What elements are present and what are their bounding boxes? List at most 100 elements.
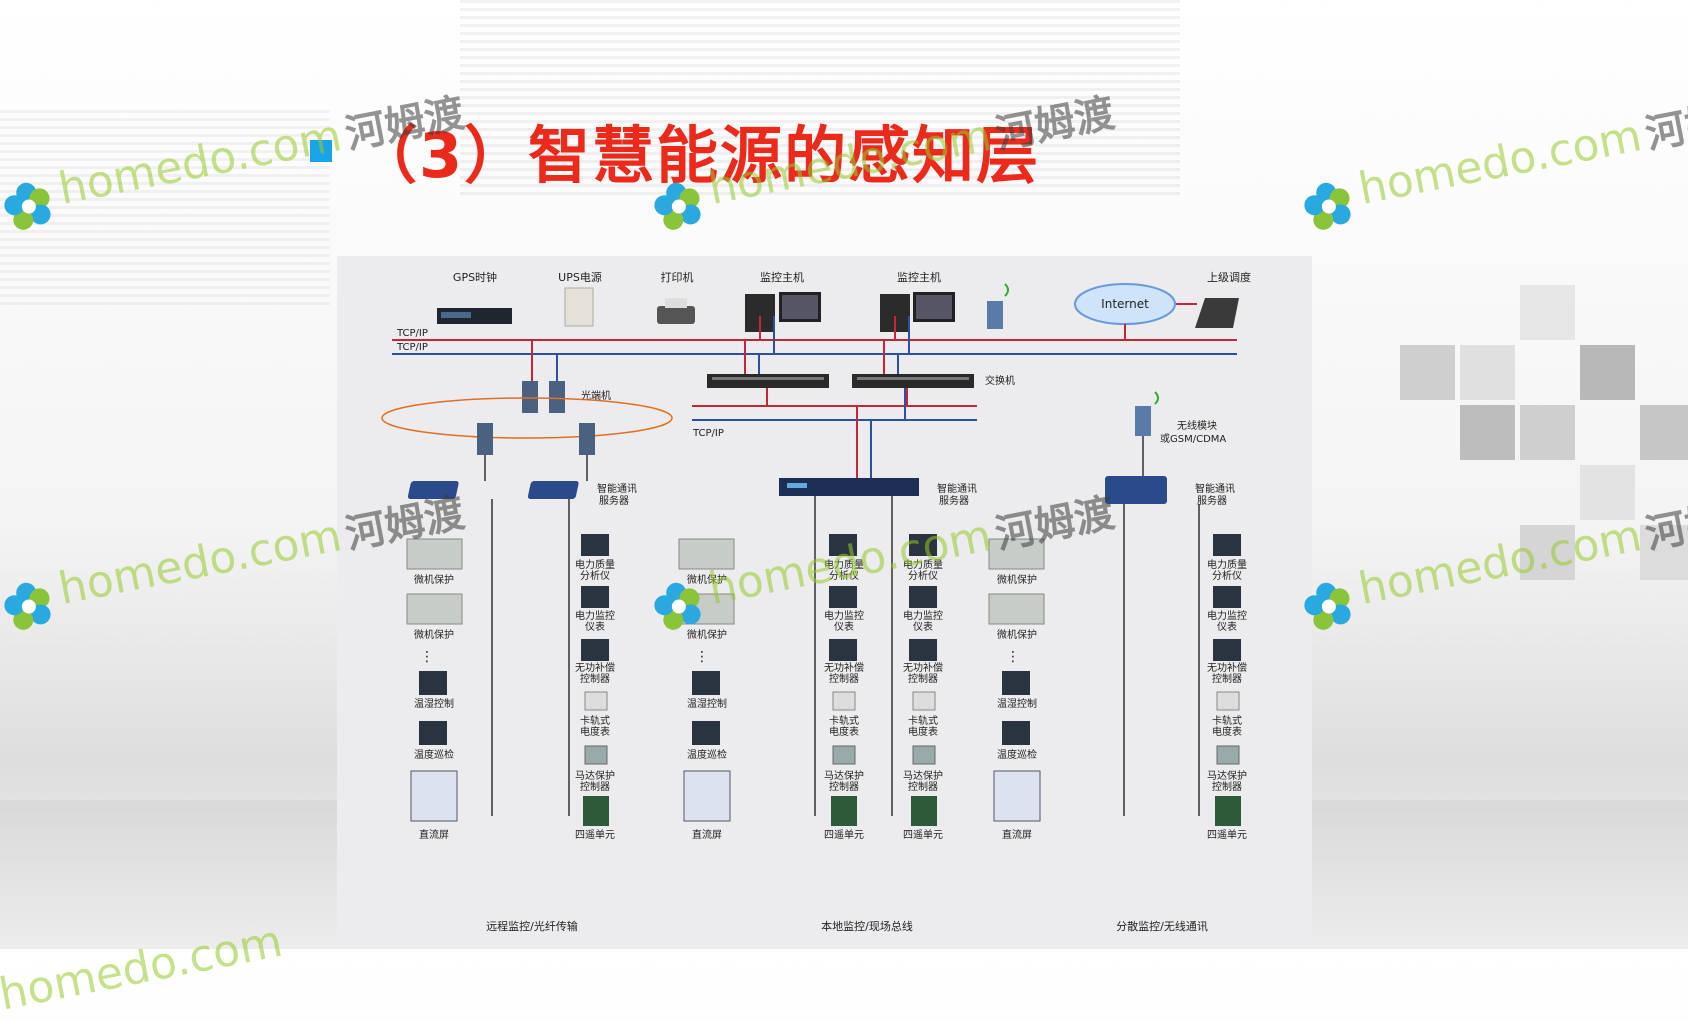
left-item: 微机保护 <box>687 573 727 586</box>
right-item: 控制器 <box>580 672 610 685</box>
tcpip-label-1: TCP/IP <box>396 328 428 339</box>
watermark-site: homedo.com <box>1354 510 1646 615</box>
watermark: homedo.com 河姆渡 <box>1293 80 1688 238</box>
deco-square <box>1400 345 1455 400</box>
deco-square <box>1640 525 1688 580</box>
deco-square <box>1580 465 1635 520</box>
flower-logo-icon <box>1304 582 1351 630</box>
temperature-monitor-icon <box>419 721 447 745</box>
right-item: 卡轨式 <box>580 714 610 727</box>
dc-panel-icon <box>993 770 1041 822</box>
right-item: 控制器 <box>908 780 938 793</box>
server-label-3a: 智能通讯 <box>1195 482 1235 495</box>
flower-logo-icon <box>4 582 51 630</box>
server-label-1a: 智能通讯 <box>597 482 637 495</box>
deco-square <box>1520 405 1575 460</box>
server-label-2a: 智能通讯 <box>937 482 977 495</box>
right-item: 马达保护 <box>824 769 864 782</box>
switch-icon-2 <box>852 374 974 388</box>
title-bullet <box>310 140 332 162</box>
comm-server-icon-1 <box>407 481 459 499</box>
rail-meter-icon <box>832 691 856 711</box>
page-title: （3）智慧能源的感知层 <box>355 119 1041 192</box>
deco-square <box>1520 525 1575 580</box>
printer-icon <box>657 306 695 324</box>
telecontrol-unit-icon <box>583 796 609 826</box>
right-item: 卡轨式 <box>1212 714 1242 727</box>
bus-lines <box>491 496 1200 816</box>
left-item: 微机保护 <box>997 573 1037 586</box>
humidity-controller-icon <box>419 671 447 695</box>
power-quality-analyzer-icon <box>1213 534 1241 556</box>
left-item: 微机保护 <box>997 628 1037 641</box>
background-stripes-left <box>0 110 330 310</box>
left-item: 温度巡检 <box>414 748 454 761</box>
motor-protector-icon <box>584 745 608 765</box>
deco-square <box>1460 345 1515 400</box>
right-item: 电力质量 <box>824 558 864 571</box>
switch-label: 交换机 <box>985 374 1015 387</box>
watermark-site: homedo.com <box>54 510 346 615</box>
left-item: 微机保护 <box>414 573 454 586</box>
watermark: homedo.com 河姆渡 <box>643 80 1121 238</box>
server-label-1b: 服务器 <box>599 494 629 507</box>
wireless-module: 无线模块 或GSM/CDMA <box>1135 391 1226 478</box>
watermark-cn: 河姆渡 <box>991 490 1119 559</box>
right-item: 控制器 <box>829 780 859 793</box>
watermark: homedo.com 河姆渡 <box>0 480 471 638</box>
laptop-icon <box>1195 298 1239 328</box>
watermark: homedo.com 河姆渡 <box>0 80 471 238</box>
right-item: 马达保护 <box>1207 769 1247 782</box>
right-item: 控制器 <box>908 672 938 685</box>
power-meter-icon <box>829 586 857 608</box>
server-label-3b: 服务器 <box>1197 494 1227 507</box>
switch-icon-1 <box>707 374 829 388</box>
optical-terminal-icon-4 <box>579 423 595 455</box>
deco-square <box>1520 285 1575 340</box>
right-item: 无功补偿 <box>1207 661 1247 674</box>
flower-logo-icon <box>1304 182 1351 230</box>
right-item: 控制器 <box>580 780 610 793</box>
watermark-cn: 河姆渡 <box>1641 490 1688 559</box>
humidity-controller-icon <box>692 671 720 695</box>
deco-square <box>1580 345 1635 400</box>
compensation-controller-icon <box>1213 639 1241 661</box>
tcpip-label-3: TCP/IP <box>692 428 724 439</box>
dc-panel-icon <box>683 770 731 822</box>
flower-logo-icon <box>654 582 701 630</box>
watermark-cn: 河姆渡 <box>1641 90 1688 159</box>
right-item: 无功补偿 <box>824 661 864 674</box>
wireless-module-icon <box>1135 406 1151 436</box>
left-item: 直流屏 <box>692 828 722 841</box>
right-item: 仪表 <box>913 620 933 633</box>
left-item: 温湿控制 <box>414 697 454 710</box>
right-item: 分析仪 <box>1212 569 1242 582</box>
section-1-left: 微机保护 微机保护 ⋮ 温湿控制 温度巡检 直流屏 <box>406 538 463 841</box>
switches: 交换机 TCP/IP <box>692 340 1015 481</box>
left-item: 温湿控制 <box>997 697 1037 710</box>
relay-protection-icon <box>406 538 463 570</box>
dc-panel-icon <box>410 770 458 822</box>
ups-icon <box>564 287 594 327</box>
right-item: 马达保护 <box>903 769 943 782</box>
right-item: 电度表 <box>580 725 610 738</box>
flower-logo-icon <box>4 182 51 230</box>
right-item: 控制器 <box>829 672 859 685</box>
watermark-site: homedo.com <box>1354 110 1646 215</box>
right-item: 卡轨式 <box>908 714 938 727</box>
rail-meter-icon <box>584 691 608 711</box>
wireless-label: 无线模块 <box>1177 419 1217 432</box>
motor-protector-icon <box>912 745 936 765</box>
relay-protection-icon <box>988 538 1045 570</box>
right-item: 马达保护 <box>575 769 615 782</box>
ellipsis: ⋮ <box>695 649 709 665</box>
compensation-controller-icon <box>909 639 937 661</box>
right-item: 分析仪 <box>908 569 938 582</box>
right-item: 分析仪 <box>580 569 610 582</box>
section-caption-2: 本地监控/现场总线 <box>821 919 913 933</box>
watermark: homedo.com 河姆渡 <box>1293 480 1688 638</box>
left-item: 直流屏 <box>1002 828 1032 841</box>
section-1-right: 电力质量 分析仪 电力监控 仪表 无功补偿 控制器 卡轨式 电度表 马达保护 控… <box>575 534 615 841</box>
right-item: 电力质量 <box>1207 558 1247 571</box>
right-item: 电力监控 <box>1207 609 1247 622</box>
